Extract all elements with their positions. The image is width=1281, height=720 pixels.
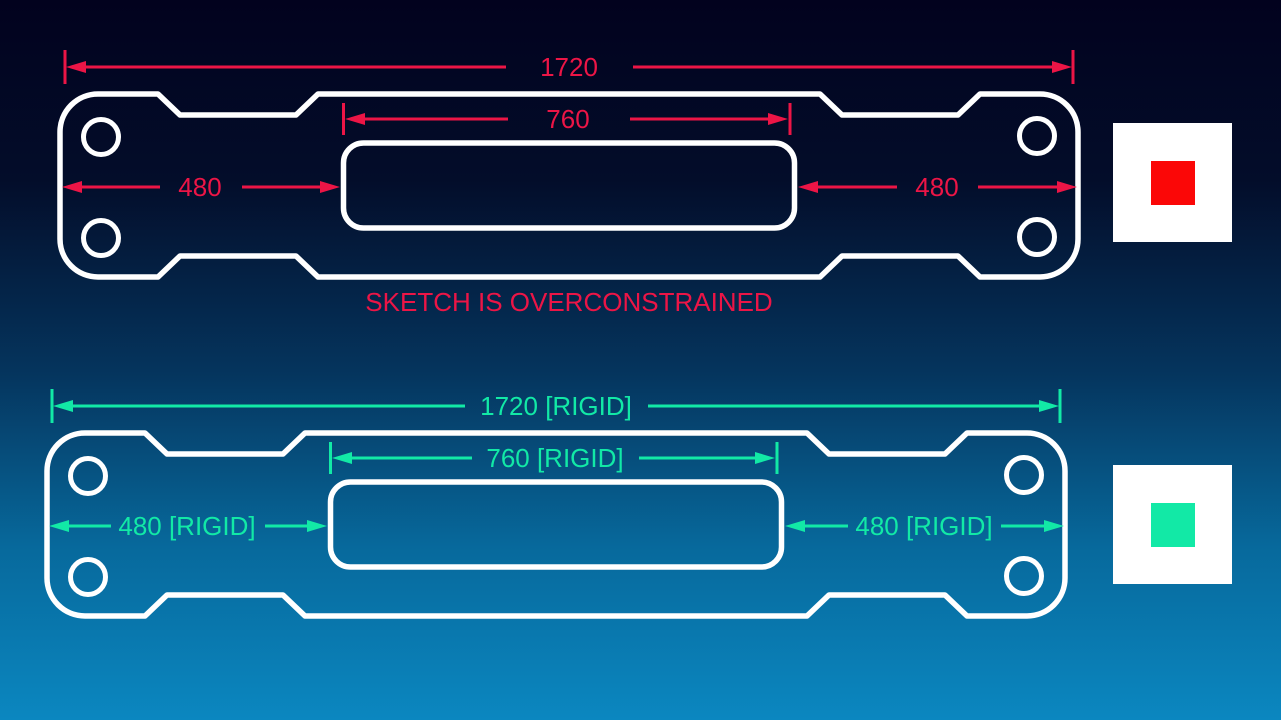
dimension-slot-width-rigid: 760 [RIGID]: [329, 442, 779, 474]
dimension-left-offset: 480: [62, 172, 340, 202]
dimension-total-width-rigid: 1720 [RIGID]: [50, 389, 1062, 423]
overconstrained-warning-text: SKETCH IS OVERCONSTRAINED: [365, 287, 772, 317]
dimension-right-offset-rigid: 480 [RIGID]: [785, 511, 1064, 541]
dimension-left-offset-rigid: 480 [RIGID]: [49, 511, 327, 541]
rigid-sketch: 1720 [RIGID] 760 [RIGID] 480 [RIGID]: [47, 389, 1065, 616]
dim-slot-rigid-label: 760 [RIGID]: [486, 443, 623, 473]
dimension-total-width: 1720: [63, 50, 1075, 84]
dim-total-rigid-label: 1720 [RIGID]: [480, 391, 632, 421]
dim-right-rigid-label: 480 [RIGID]: [855, 511, 992, 541]
success-status-box: [1113, 465, 1232, 584]
dim-left-label: 480: [178, 172, 221, 202]
dimension-slot-width: 760: [342, 103, 792, 135]
dim-left-rigid-label: 480 [RIGID]: [118, 511, 255, 541]
dimension-right-offset: 480: [798, 172, 1077, 202]
dim-right-label: 480: [915, 172, 958, 202]
overconstrained-sketch: 1720 760 480: [60, 50, 1078, 317]
dim-total-label: 1720: [540, 52, 598, 82]
x-icon: [1114, 124, 1195, 205]
error-status-box: [1113, 123, 1232, 242]
check-icon: [1113, 466, 1195, 547]
dim-slot-label: 760: [546, 104, 589, 134]
